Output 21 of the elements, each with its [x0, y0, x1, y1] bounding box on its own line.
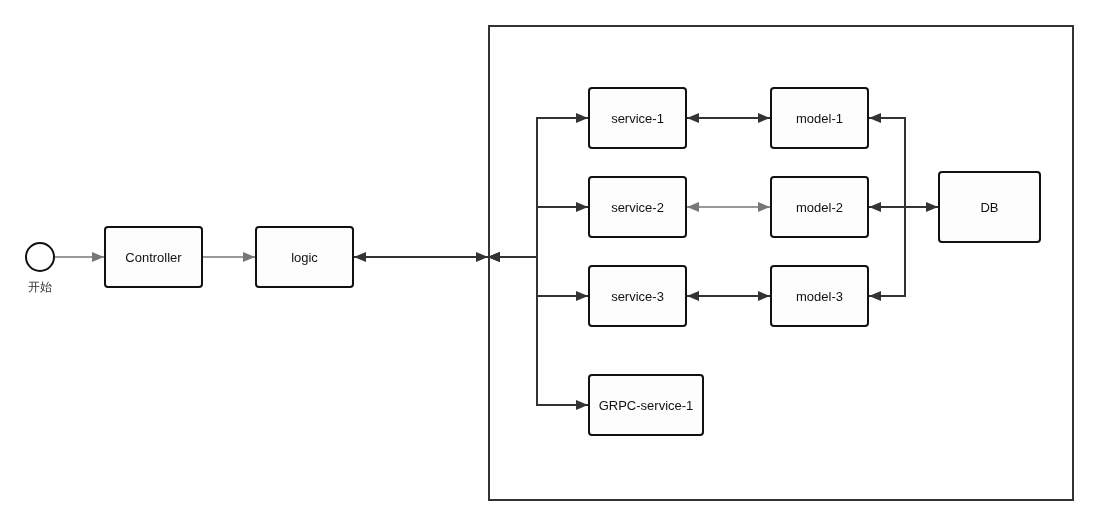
arrow [202, 252, 256, 262]
process-box: model-1 [770, 87, 869, 149]
arrow [686, 113, 771, 123]
process-box: Controller [104, 226, 203, 288]
process-box: model-2 [770, 176, 869, 238]
node-caption: 开始 [28, 279, 52, 296]
process-box: logic [255, 226, 354, 288]
container-frame [488, 25, 1074, 501]
start-circle [25, 242, 55, 272]
arrow [487, 252, 589, 410]
process-box: model-3 [770, 265, 869, 327]
arrow [54, 252, 105, 262]
arrow [353, 252, 489, 262]
process-box: service-2 [588, 176, 687, 238]
arrow [868, 206, 939, 301]
process-box: DB [938, 171, 1041, 243]
arrow [686, 202, 771, 212]
process-box: service-3 [588, 265, 687, 327]
arrow [686, 291, 771, 301]
process-box: service-1 [588, 87, 687, 149]
process-box: GRPC-service-1 [588, 374, 704, 436]
